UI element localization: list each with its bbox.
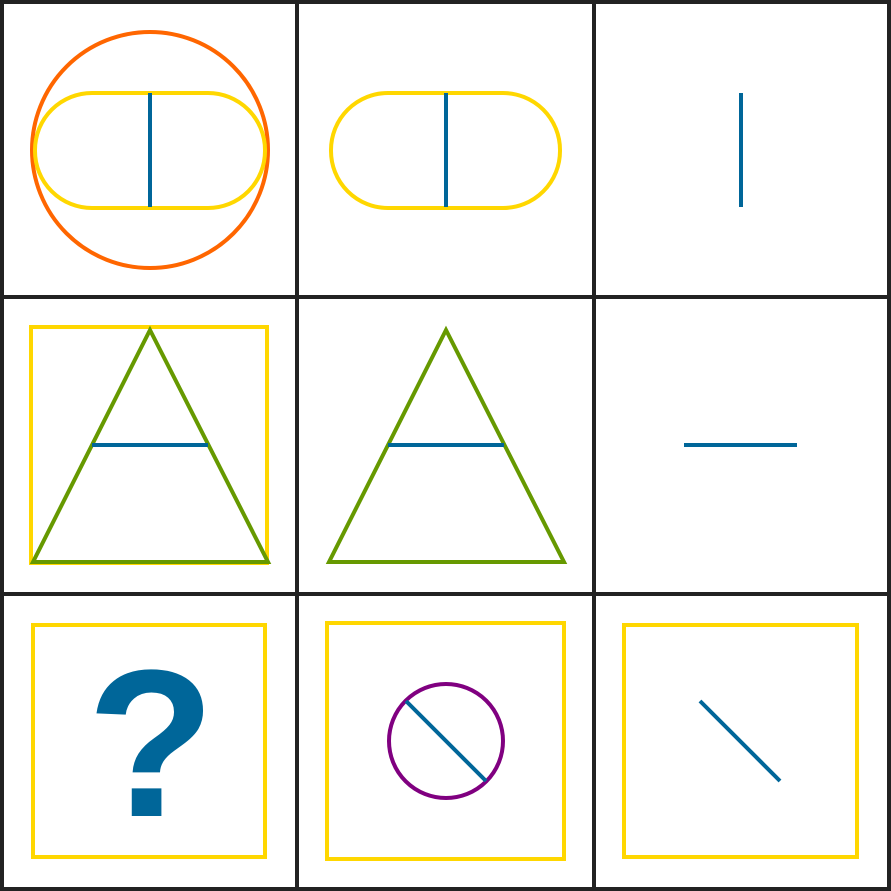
cell-r3-c2: [325, 621, 566, 861]
cell-r1-c1: [30, 30, 270, 270]
orange-circle: [30, 30, 270, 270]
purple-circle: [387, 682, 505, 800]
green-triangle: [29, 325, 272, 564]
cell-r2-c1: [29, 325, 272, 565]
yellow-square: [622, 623, 859, 859]
diagonal-line: [404, 699, 488, 783]
cell-r1-c2: [329, 91, 562, 210]
cell-r2-c2: [325, 325, 568, 564]
diagonal-line: [698, 699, 782, 783]
question-mark: ?: [87, 626, 215, 861]
cell-r3-c1: ?: [31, 623, 267, 861]
yellow-square: [31, 623, 267, 859]
cell-r3-c3: [622, 623, 859, 859]
green-triangle: [325, 325, 568, 564]
yellow-square: [325, 621, 566, 861]
